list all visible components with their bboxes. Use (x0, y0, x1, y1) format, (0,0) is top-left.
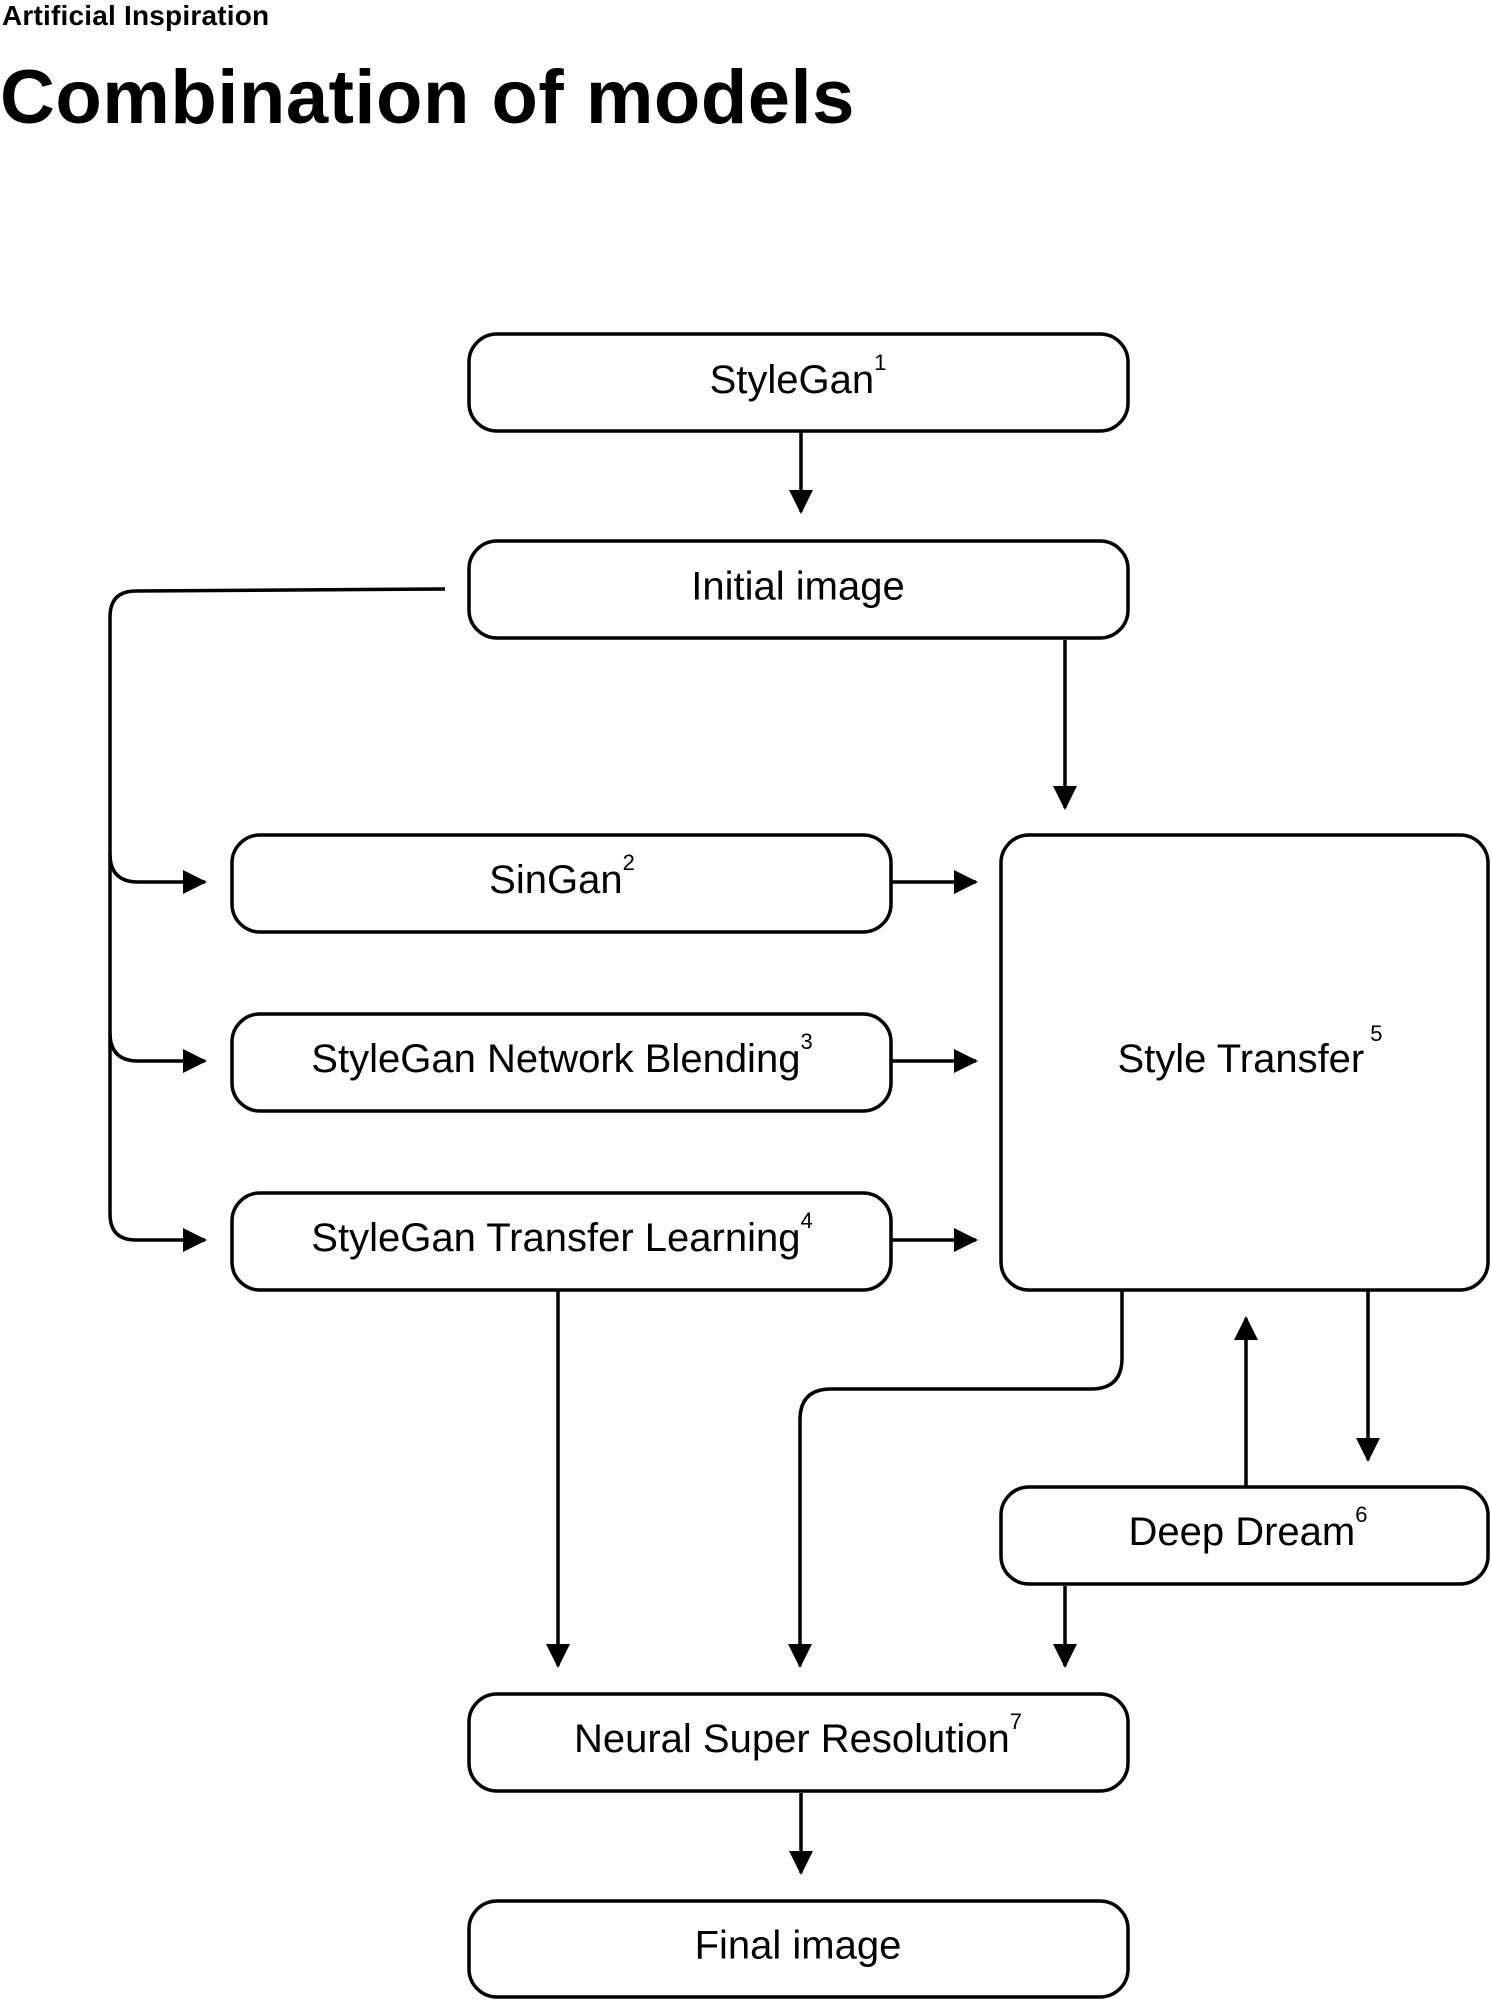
node-network-blending-footnote: 3 (800, 1029, 812, 1054)
node-network-blending-text: StyleGan Network Blending (311, 1037, 800, 1081)
node-stylegan-box (467, 332, 1130, 433)
node-singan: SinGan2 (230, 833, 893, 934)
page-title: Combination of models (0, 55, 855, 140)
node-neural-super-resolution: Neural Super Resolution7 (467, 1692, 1130, 1793)
node-transfer-learning-label: StyleGan Transfer Learning4 (311, 1208, 812, 1260)
node-style-transfer-text: Style Transfer (1117, 1037, 1364, 1081)
node-neural-super-resolution-footnote: 7 (1010, 1709, 1022, 1734)
node-neural-super-resolution-box (467, 1692, 1130, 1793)
edge-style-transfer-to-neural-super-resolution (788, 1291, 1124, 1668)
node-initial-image-label: Initial image (691, 565, 904, 609)
eyebrow-label: Artificial Inspiration (2, 0, 270, 31)
node-stylegan-footnote: 1 (874, 350, 886, 375)
node-initial-image: Initial image (467, 539, 1130, 640)
node-singan-label: SinGan2 (489, 850, 635, 902)
node-neural-super-resolution-label: Neural Super Resolution7 (574, 1709, 1022, 1761)
node-deep-dream-label: Deep Dream6 (1128, 1502, 1367, 1554)
node-style-transfer: Style Transfer5 (999, 833, 1490, 1292)
node-deep-dream-text: Deep Dream (1128, 1510, 1355, 1554)
node-deep-dream-box (999, 1485, 1490, 1586)
node-singan-footnote: 2 (623, 850, 635, 875)
node-transfer-learning: StyleGan Transfer Learning4 (230, 1191, 893, 1292)
node-initial-image-box (467, 539, 1130, 640)
node-network-blending-box (230, 1012, 893, 1113)
node-stylegan-text: StyleGan (710, 358, 875, 402)
node-style-transfer-label: Style Transfer5 (1117, 1021, 1382, 1081)
node-network-blending: StyleGan Network Blending3 (230, 1012, 893, 1113)
node-transfer-learning-box (230, 1191, 893, 1292)
edge-initial-image-branch-trunk (108, 587, 446, 1242)
edge-initial-image-to-network-blending (108, 1032, 207, 1073)
node-deep-dream: Deep Dream6 (999, 1485, 1490, 1586)
node-stylegan-label: StyleGan1 (710, 350, 887, 402)
node-style-transfer-footnote: 5 (1370, 1021, 1382, 1046)
node-singan-text: SinGan (489, 858, 622, 902)
node-final-image-box (467, 1899, 1130, 1999)
node-deep-dream-footnote: 6 (1355, 1502, 1367, 1527)
node-stylegan: StyleGan1 (467, 332, 1130, 433)
edge-initial-image-to-singan (108, 853, 207, 894)
node-style-transfer-box (999, 833, 1490, 1292)
node-neural-super-resolution-text: Neural Super Resolution (574, 1717, 1010, 1761)
node-final-image-label: Final image (695, 1924, 902, 1968)
node-transfer-learning-text: StyleGan Transfer Learning (311, 1216, 800, 1260)
node-transfer-learning-footnote: 4 (800, 1208, 812, 1233)
node-final-image: Final image (467, 1899, 1130, 1999)
node-network-blending-label: StyleGan Network Blending3 (311, 1029, 812, 1081)
edges (108, 432, 1380, 1875)
node-singan-box (230, 833, 893, 934)
